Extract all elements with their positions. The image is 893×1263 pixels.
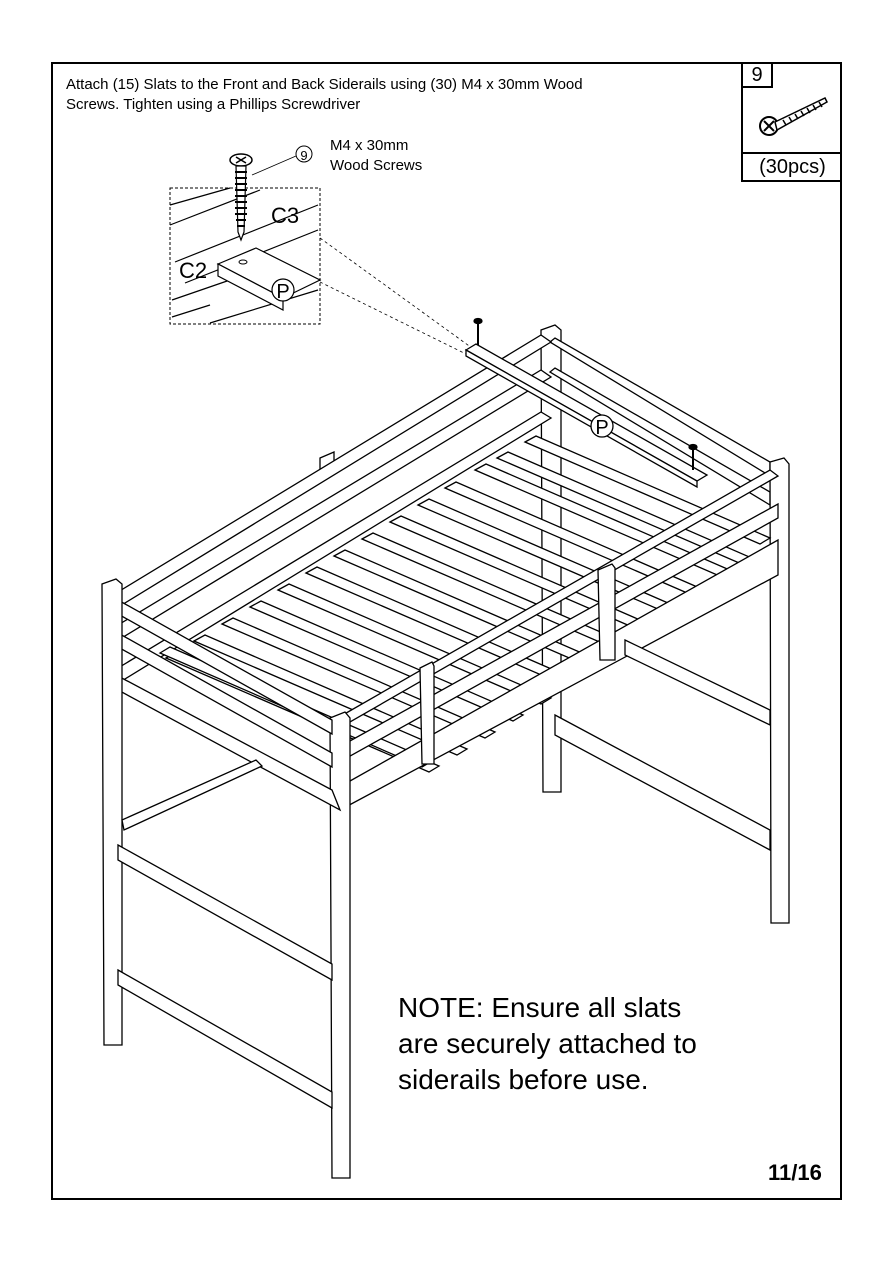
part-box: 9 (30pcs) [741,62,842,182]
label-p-main: P [595,417,608,439]
callout-screw-number: 9 [300,148,307,163]
instruction-line-1: Attach (15) Slats to the Front and Back … [66,76,583,93]
bed-frame [101,317,790,1179]
instruction-line-2: Screws. Tighten using a Phillips Screwdr… [66,96,361,113]
part-number: 9 [743,62,773,88]
note-line-1: NOTE: Ensure all slats [398,992,682,1023]
safety-note: NOTE: Ensure all slats are securely atta… [398,990,697,1098]
label-c2: C2 [179,258,207,283]
note-line-2: are securely attached to [398,1028,697,1059]
page-number: 11/16 [768,1160,822,1185]
instruction-text: Attach (15) Slats to the Front and Back … [66,75,726,115]
callout-line-2: Wood Screws [330,157,423,174]
label-p-detail: P [276,281,289,303]
callout-screw-label: M4 x 30mm Wood Screws [330,136,422,176]
page-frame [51,62,842,1200]
callout-line-1: M4 x 30mm [330,137,409,154]
note-line-3: siderails before use. [398,1064,649,1095]
label-c3: C3 [271,203,299,228]
wood-screw-icon [759,97,828,136]
detail-inset [169,145,473,357]
part-quantity: (30pcs) [743,152,842,180]
